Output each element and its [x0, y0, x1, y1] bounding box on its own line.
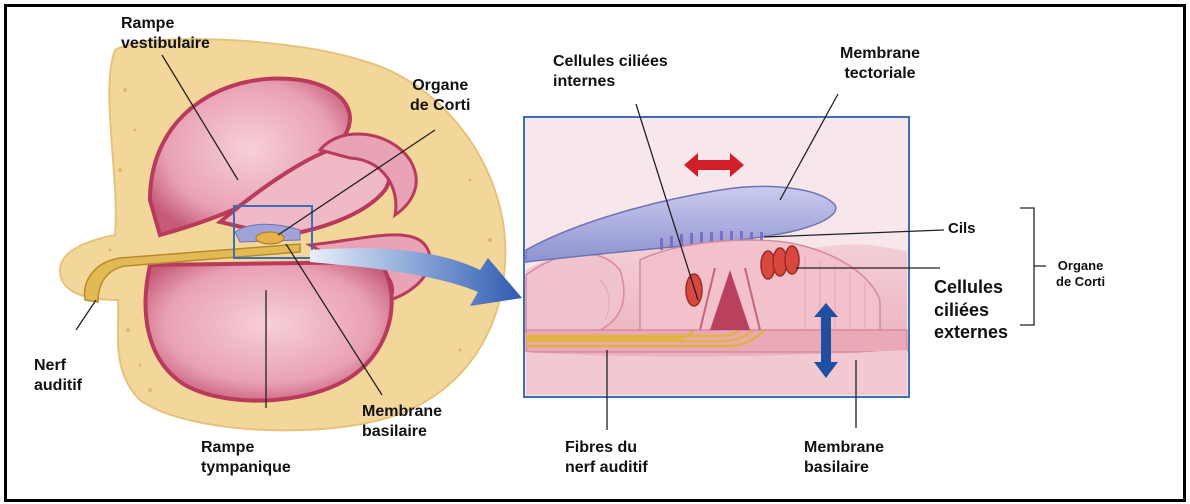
label-membrane-tectoriale: Membrane tectoriale	[840, 44, 920, 84]
label-line: tympanique	[201, 458, 291, 478]
label-line: vestibulaire	[121, 34, 210, 54]
label-line: Cils	[948, 220, 976, 239]
label-line: Fibres du	[565, 438, 648, 458]
label-fibres-nerf-auditif: Fibres du nerf auditif	[565, 438, 648, 478]
label-line: Membrane	[362, 402, 442, 422]
label-cils: Cils	[948, 220, 976, 239]
label-line: Organe	[410, 76, 470, 96]
outer-hair-cell-3	[785, 246, 799, 274]
label-line: tectoriale	[840, 64, 920, 84]
label-line: de Corti	[410, 96, 470, 116]
label-line: internes	[553, 72, 668, 92]
label-line: basilaire	[804, 458, 884, 478]
label-line: auditif	[34, 376, 82, 396]
label-line: de Corti	[1056, 274, 1105, 290]
label-rampe-tympanique: Rampe tympanique	[201, 438, 291, 478]
label-line: Rampe	[201, 438, 291, 458]
label-line: ciliées	[934, 299, 1008, 322]
label-line: nerf auditif	[565, 458, 648, 478]
organe-bracket	[1020, 208, 1046, 325]
label-line: Membrane	[840, 44, 920, 64]
label-line: basilaire	[362, 422, 442, 442]
label-line: Cellules ciliées	[553, 52, 668, 72]
label-nerf-auditif: Nerf auditif	[34, 356, 82, 396]
organ-of-corti-detail	[524, 117, 909, 397]
label-line: Cellules	[934, 276, 1008, 299]
label-rampe-vestibulaire: Rampe vestibulaire	[121, 14, 210, 54]
label-line: externes	[934, 321, 1008, 344]
label-line: Rampe	[121, 14, 210, 34]
label-membrane-basilaire-left: Membrane basilaire	[362, 402, 442, 442]
label-line: Organe	[1056, 258, 1105, 274]
label-cellules-ciliees-internes: Cellules ciliées internes	[553, 52, 668, 92]
label-organe-de-corti-right: Organe de Corti	[1056, 258, 1105, 291]
label-organe-de-corti-left: Organe de Corti	[410, 76, 470, 116]
inner-hair-cell	[686, 274, 702, 306]
label-line: Nerf	[34, 356, 82, 376]
limbus-tissue	[526, 254, 624, 332]
label-line: Membrane	[804, 438, 884, 458]
label-cellules-ciliees-externes: Cellules ciliées externes	[934, 276, 1008, 344]
label-membrane-basilaire-right: Membrane basilaire	[804, 438, 884, 478]
